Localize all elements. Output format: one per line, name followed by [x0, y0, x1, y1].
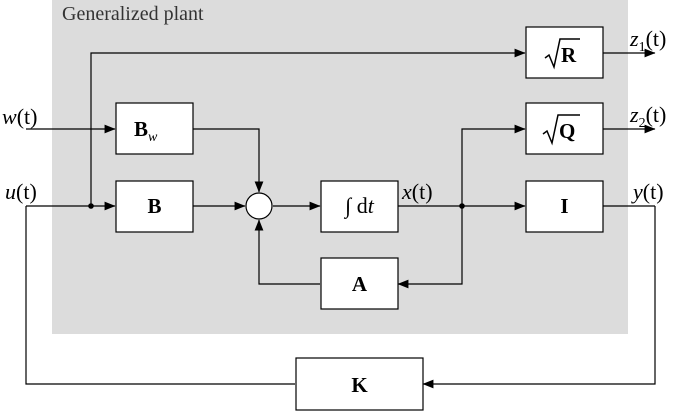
signal-x-arg: (t)	[412, 179, 433, 204]
signal-z2-name: z	[629, 102, 639, 127]
wire-x-to-sqrtQ	[461, 124, 526, 206]
block-integrator-label: ∫ dt	[343, 193, 375, 219]
signal-u-label: u(t)	[5, 179, 37, 204]
signal-z1-arg: (t)	[646, 26, 667, 51]
radical-sign-Q	[542, 114, 580, 146]
junction-u	[88, 203, 94, 209]
block-I: I	[525, 180, 604, 233]
block-sqrt-Q-radicand: Q	[559, 119, 575, 143]
block-A: A	[320, 257, 399, 310]
signal-z2-label: z2(t)	[629, 102, 666, 131]
block-sqrt-Q: Q	[525, 102, 604, 155]
block-integrator: ∫ dt	[320, 180, 399, 233]
wire-y-to-K	[422, 206, 656, 389]
block-sqrt-R-radicand: R	[561, 43, 577, 67]
signal-w-name: w	[2, 104, 17, 129]
block-K: K	[295, 357, 424, 411]
signal-z2-arg: (t)	[646, 102, 667, 127]
block-B-label: B	[147, 194, 161, 218]
signal-u-arg: (t)	[16, 179, 37, 204]
signal-w-label: w(t)	[2, 104, 37, 129]
signal-y-arg: (t)	[643, 179, 664, 204]
wire-K-to-u	[25, 206, 295, 385]
block-Bw-sub: w	[148, 130, 158, 145]
block-K-label: K	[351, 373, 368, 397]
signal-x-label: x(t)	[401, 179, 433, 204]
signal-y-name: y	[631, 179, 643, 204]
block-integrator-prefix: ∫ d	[343, 193, 368, 219]
signal-y-label: y(t)	[631, 179, 664, 204]
block-Bw: Bw	[115, 102, 194, 155]
signal-z2-sub: 2	[639, 116, 646, 131]
wire-Bw-to-sum	[193, 128, 264, 193]
block-Bw-label: Bw	[134, 117, 158, 145]
wire-u-branch-to-sqrtR	[90, 48, 526, 206]
signal-u-name: u	[5, 179, 16, 204]
plant-title: Generalized plant	[62, 3, 204, 25]
block-integrator-var: t	[368, 193, 375, 218]
signal-z1-sub: 1	[639, 40, 646, 55]
signal-z1-name: z	[629, 26, 639, 51]
wire-A-to-sum	[254, 219, 320, 285]
signal-w-arg: (t)	[17, 104, 38, 129]
radical-sign-R	[544, 38, 580, 70]
block-I-label: I	[560, 194, 568, 218]
wire-x-to-A	[397, 206, 463, 289]
block-B: B	[115, 180, 194, 233]
block-A-label: A	[352, 272, 368, 296]
block-sqrt-R: R	[525, 26, 604, 79]
block-Bw-main: B	[134, 117, 148, 141]
signal-x-name: x	[401, 179, 412, 204]
signal-z1-label: z1(t)	[629, 26, 666, 55]
summing-junction	[245, 192, 273, 220]
